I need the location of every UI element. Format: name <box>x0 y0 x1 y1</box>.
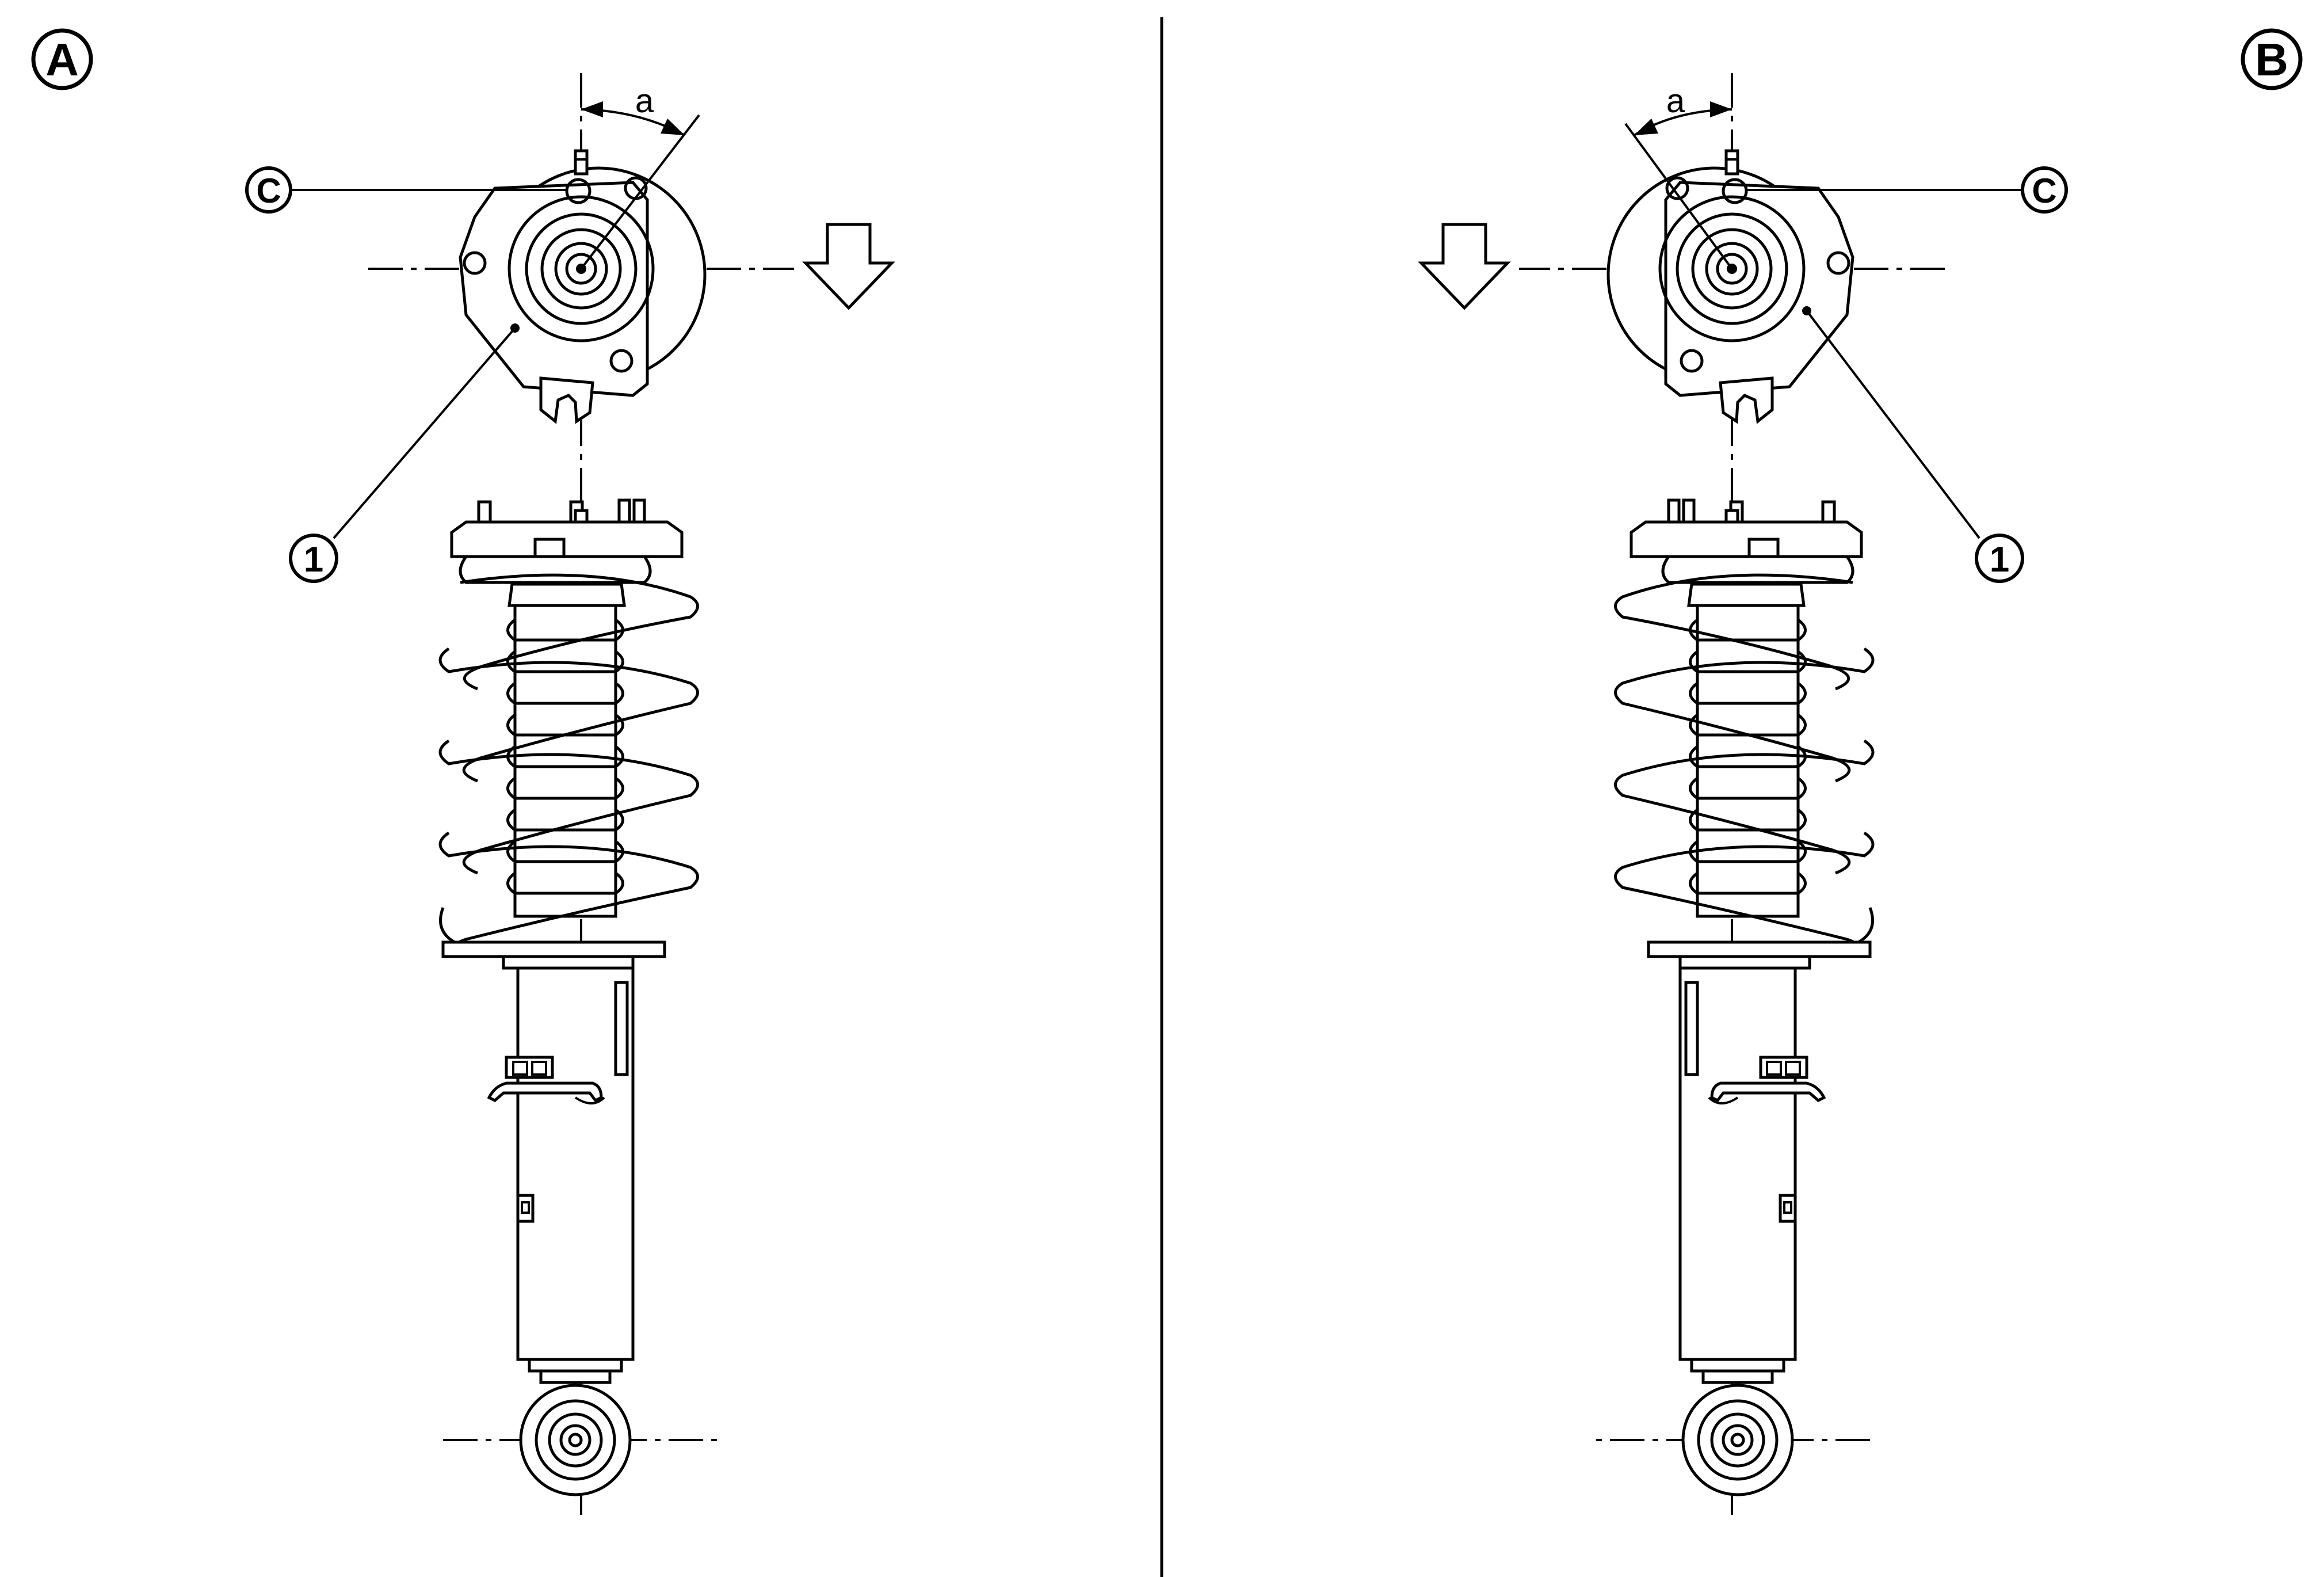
mount-callout-left: C <box>245 166 567 214</box>
strut-assembly-right <box>1519 73 1945 1515</box>
panel-label-right-badge: B <box>2241 28 2303 90</box>
mount-callout-right: C <box>1746 166 2068 214</box>
direction-arrow-left <box>806 224 892 308</box>
part-callout-right: 1 <box>1802 306 2024 583</box>
strut-assembly-left <box>368 73 794 1515</box>
angle-label-right: a <box>1666 82 1685 120</box>
panel-label-right: B <box>2255 34 2288 85</box>
mount-label-right: C <box>2032 172 2056 210</box>
part-label-right: 1 <box>1990 540 2009 580</box>
part-callout-left: 1 <box>289 323 520 583</box>
angle-indicator-left: a <box>580 82 700 270</box>
mount-label-left: C <box>256 172 281 210</box>
panel-label-left: A <box>45 34 79 85</box>
angle-label-left: a <box>635 82 654 120</box>
direction-arrow-right <box>1421 224 1508 308</box>
panel-right: B a C 1 <box>1421 28 2303 1515</box>
part-label-left: 1 <box>304 540 323 580</box>
panel-label-left-badge: A <box>31 28 93 90</box>
angle-indicator-right: a <box>1624 82 1733 270</box>
panel-left: A a C 1 <box>31 28 892 1515</box>
